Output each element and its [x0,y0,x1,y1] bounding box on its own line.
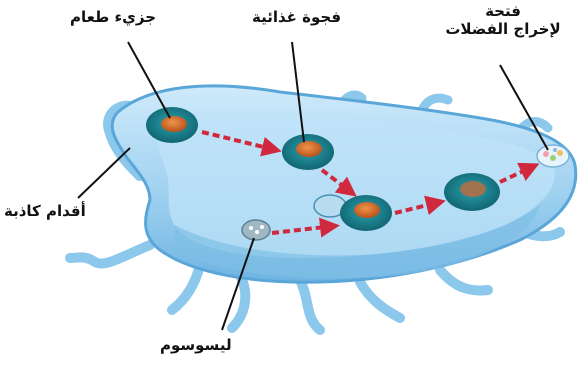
leader-pseudopods [78,148,130,198]
label-waste-opening-line2: لإخراج الفضلات [428,20,578,38]
pseudopod [300,280,320,330]
label-waste-opening: فتحة لإخراج الفضلات [428,2,578,38]
waste-opening [537,145,569,167]
pseudopod [440,270,488,290]
label-waste-opening-line1: فتحة [428,2,578,20]
vacuole-2 [282,134,334,170]
pseudopod [360,282,400,318]
label-pseudopods: أقدام كاذبة [4,202,86,220]
lysosome [242,220,270,240]
vacuole-4 [444,173,500,211]
vacuole-1 [146,107,198,143]
pseudopod [70,245,150,264]
pseudopod [172,265,200,310]
label-food-particle: جزيء طعام [70,8,156,26]
label-lysosome: ليسوسوم [160,336,232,354]
label-food-vacuole: فجوة غذائية [252,8,341,26]
